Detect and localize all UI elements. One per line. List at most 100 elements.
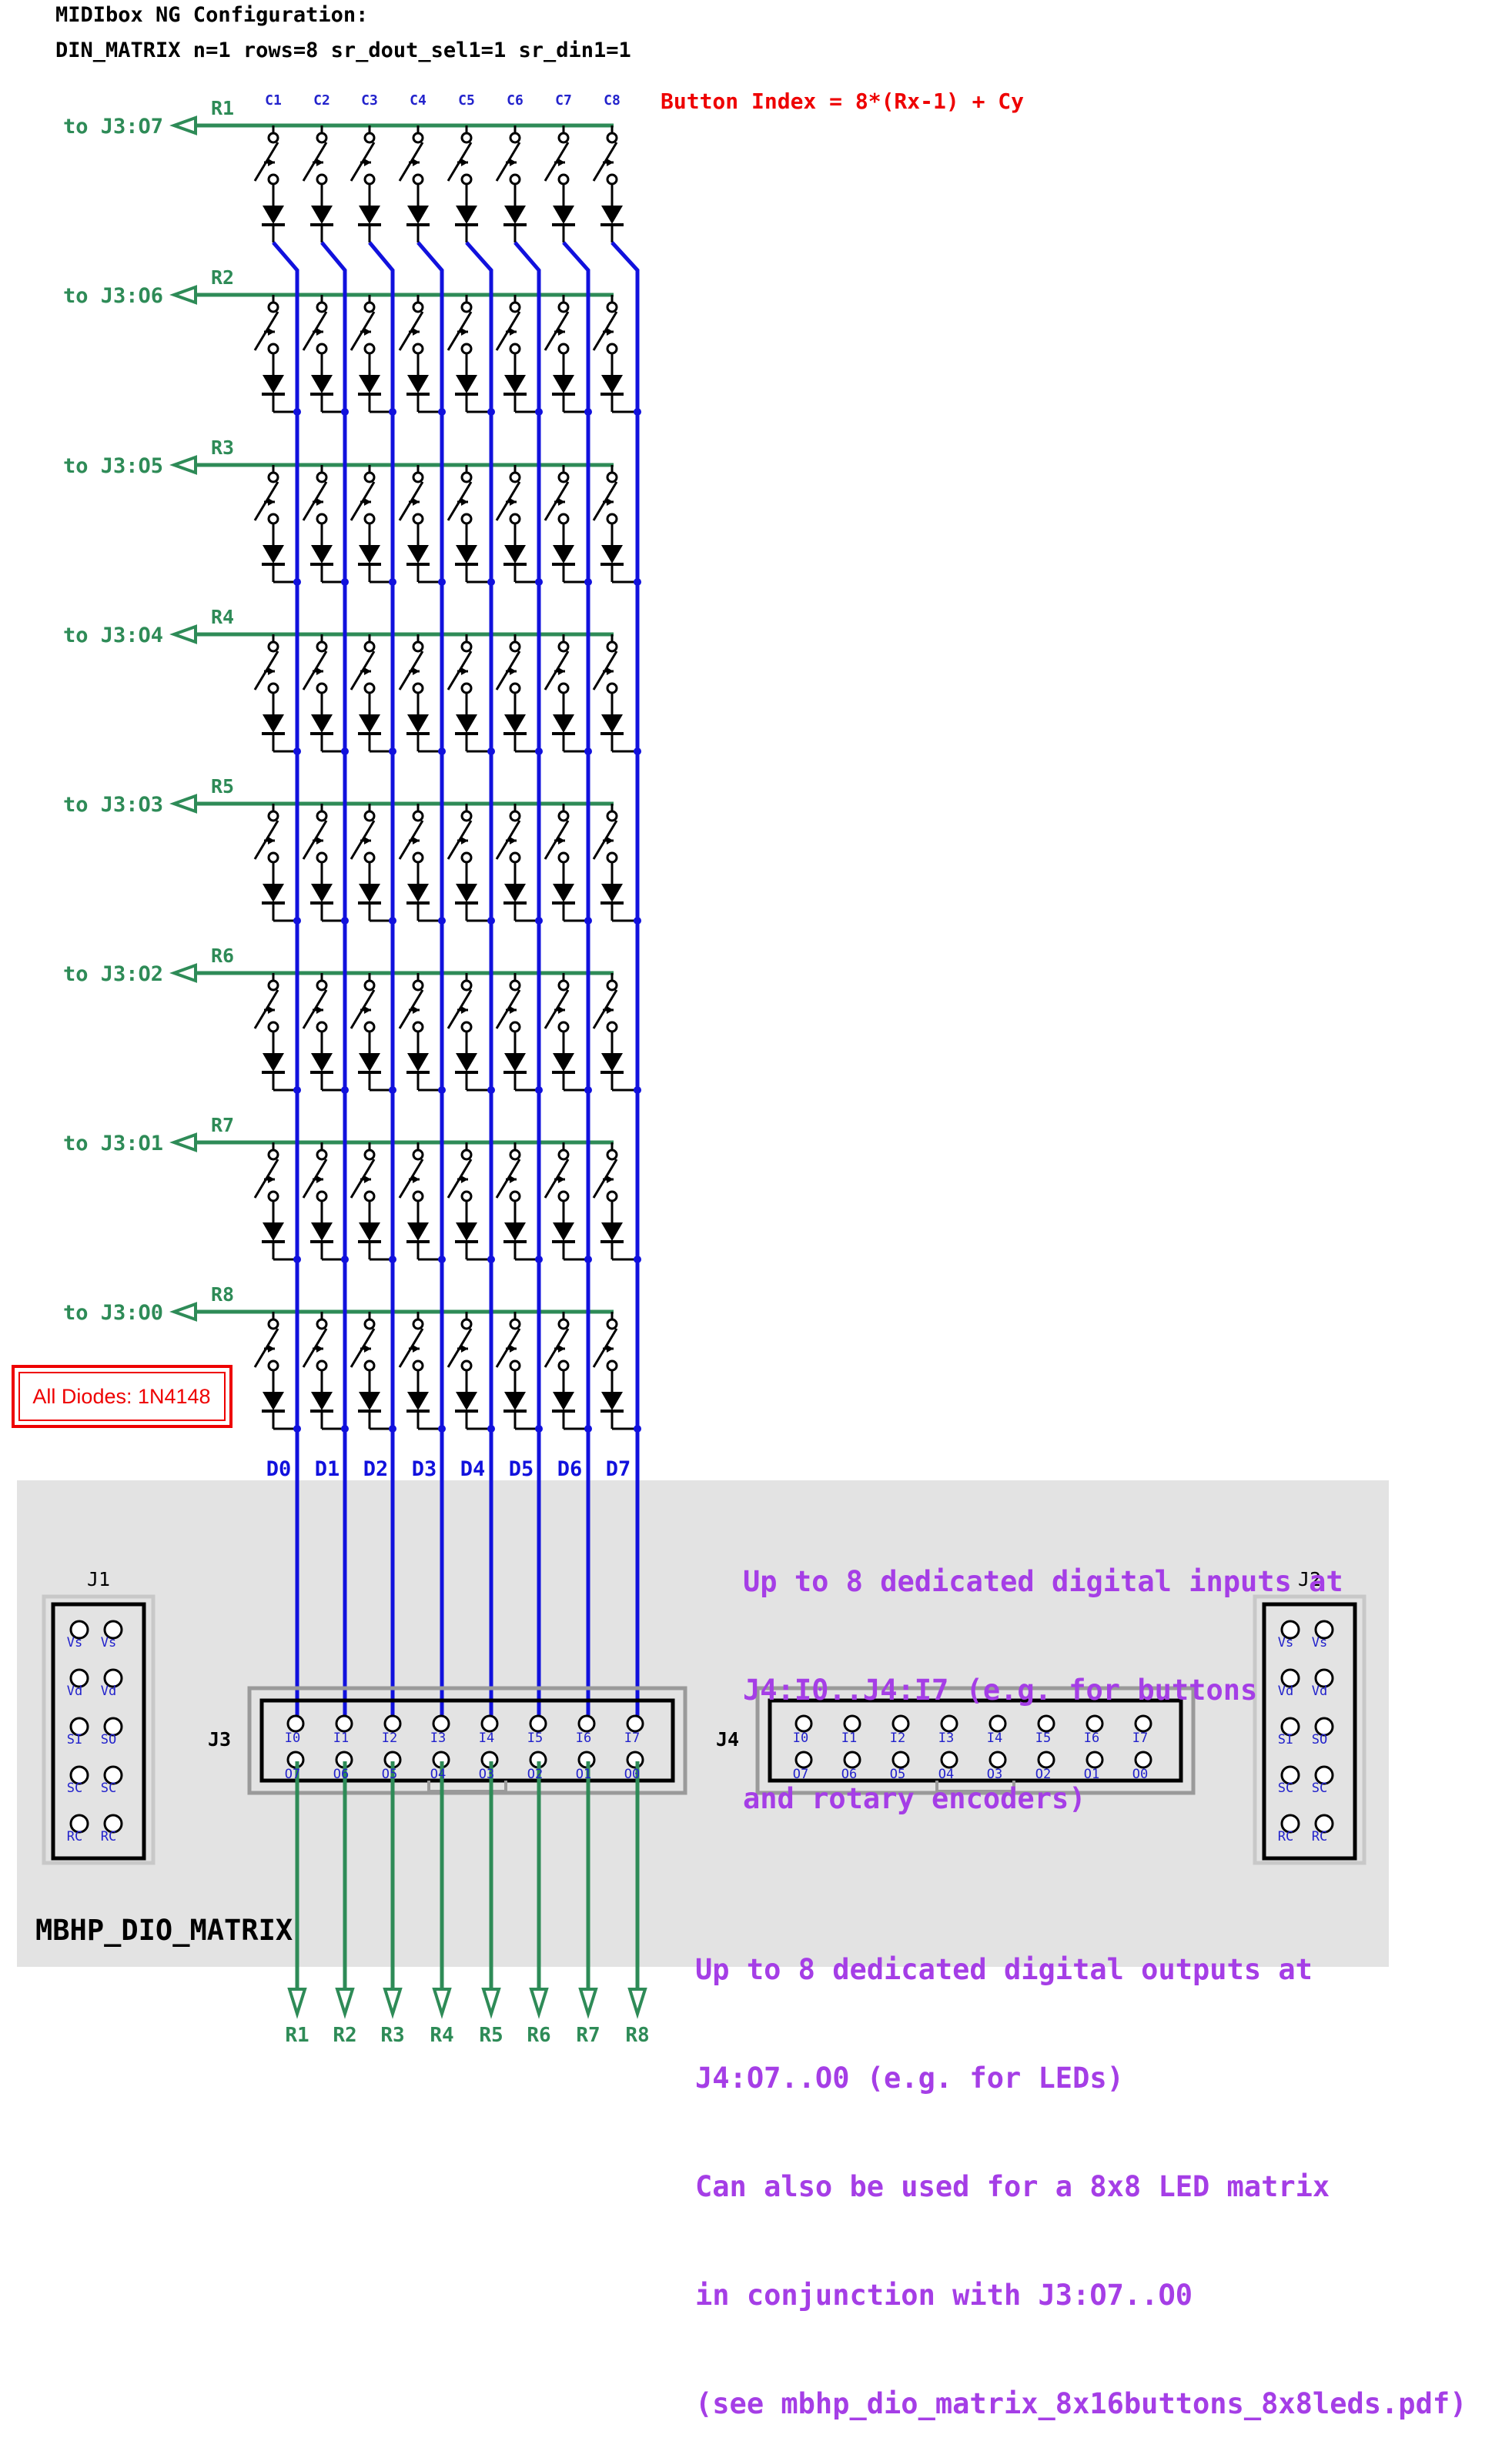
pin-label: I4 (987, 1731, 1002, 1746)
pin-label: RC (1278, 1829, 1293, 1844)
pin-label: I7 (1132, 1731, 1148, 1746)
column-bus-d5 (513, 241, 541, 1723)
pin-label: SC (1278, 1781, 1293, 1796)
pin-label: O2 (527, 1767, 543, 1782)
switch-contact-icon (557, 513, 570, 525)
button-switch-diode (544, 295, 592, 416)
connector-pin (103, 1668, 123, 1688)
diode-icon (601, 714, 623, 733)
switch-contact-icon (606, 173, 618, 186)
switch-contact-icon (460, 640, 473, 653)
column-label-c4: C4 (410, 92, 427, 109)
pin-label: SI (67, 1732, 82, 1747)
module-background (17, 1480, 1389, 1967)
pin-label: O1 (576, 1767, 591, 1782)
switch-contact-icon (267, 979, 279, 992)
row-arrow-icon (169, 963, 197, 983)
switch-contact-icon (606, 513, 618, 525)
switch-contact-icon (267, 1149, 279, 1161)
connector-pin (891, 1714, 910, 1733)
switch-contact-icon (606, 851, 618, 864)
column-bus-d3 (416, 241, 444, 1723)
switch-contact-icon (267, 301, 279, 313)
diode-icon (456, 545, 477, 564)
row-arrow-icon (169, 624, 197, 644)
row-name-label: R2 (211, 266, 234, 289)
connector-pin (1314, 1668, 1334, 1688)
switch-contact-icon (363, 513, 376, 525)
pin-label: I1 (841, 1731, 857, 1746)
switch-contact-icon (509, 173, 521, 186)
row-name-label: R4 (211, 606, 234, 628)
diode-icon (311, 1392, 333, 1410)
switch-contact-icon (267, 132, 279, 144)
pin-label: Vs (101, 1635, 116, 1650)
button-switch-diode (398, 804, 446, 925)
pin-label: O1 (1084, 1767, 1099, 1782)
switch-contact-icon (460, 851, 473, 864)
switch-contact-icon (412, 640, 424, 653)
row-connection-label: to J3:O5 (63, 454, 163, 478)
connector-pin (69, 1814, 89, 1834)
connector-pin (529, 1714, 547, 1733)
pin-label: I4 (479, 1731, 494, 1746)
switch-contact-icon (606, 1190, 618, 1202)
pin-label: I7 (624, 1731, 640, 1746)
data-line-label: D3 (412, 1457, 437, 1481)
switch-contact-icon (509, 471, 521, 483)
switch-contact-icon (316, 1318, 328, 1330)
connector-pin (940, 1751, 958, 1769)
diode-icon (553, 375, 574, 393)
switch-contact-icon (509, 513, 521, 525)
switch-contact-icon (460, 682, 473, 694)
switch-contact-icon (509, 132, 521, 144)
row-name-label: R7 (211, 1114, 234, 1136)
switch-contact-icon (316, 301, 328, 313)
switch-contact-icon (363, 979, 376, 992)
switch-contact-icon (606, 810, 618, 822)
diode-icon (359, 1392, 380, 1410)
connector-pin (1314, 1717, 1334, 1737)
button-switch-diode (350, 1142, 396, 1263)
row-name-label: R8 (211, 1283, 234, 1306)
switch-contact-icon (557, 979, 570, 992)
button-switch-diode (253, 125, 285, 242)
connector-pin (843, 1714, 861, 1733)
outputs-note-line: (see mbhp_dio_matrix_8x16buttons_8x8leds… (695, 2387, 1467, 2420)
pin-label: I3 (430, 1731, 446, 1746)
connector-pin (626, 1714, 644, 1733)
switch-contact-icon (509, 343, 521, 355)
switch-contact-icon (316, 513, 328, 525)
inputs-note-line: and rotary encoders) (743, 1782, 1086, 1815)
header-line-2: DIN_MATRIX n=1 rows=8 sr_dout_sel1=1 sr_… (55, 38, 631, 62)
button-switch-diode (447, 465, 495, 586)
switch-contact-icon (267, 682, 279, 694)
button-switch-diode (447, 295, 495, 416)
button-switch-diode (592, 1142, 641, 1263)
switch-contact-icon (557, 1190, 570, 1202)
pin-label: O6 (841, 1767, 857, 1782)
switch-contact-icon (363, 851, 376, 864)
column-bus-d4 (465, 241, 493, 1723)
switch-contact-icon (267, 1359, 279, 1372)
switch-contact-icon (412, 810, 424, 822)
pin-label: RC (101, 1829, 116, 1844)
row-arrow-icon (169, 115, 197, 135)
diode-icon (311, 375, 333, 393)
module-label: MBHP_DIO_MATRIX (35, 1914, 293, 1947)
switch-contact-icon (509, 1021, 521, 1033)
connector-pin (626, 1751, 644, 1769)
switch-contact-icon (606, 979, 618, 992)
connector-pin (1134, 1714, 1152, 1733)
output-label: R1 (285, 2024, 309, 2047)
diode-note-box (12, 1365, 232, 1428)
j1-body (51, 1602, 146, 1861)
switch-contact-icon (267, 640, 279, 653)
switch-contact-icon (267, 1021, 279, 1033)
connector-pin (1280, 1814, 1300, 1834)
switch-contact-icon (412, 1318, 424, 1330)
button-switch-diode (544, 804, 592, 925)
switch-contact-icon (557, 1021, 570, 1033)
diode-icon (263, 1053, 284, 1072)
pin-label: O0 (624, 1767, 640, 1782)
